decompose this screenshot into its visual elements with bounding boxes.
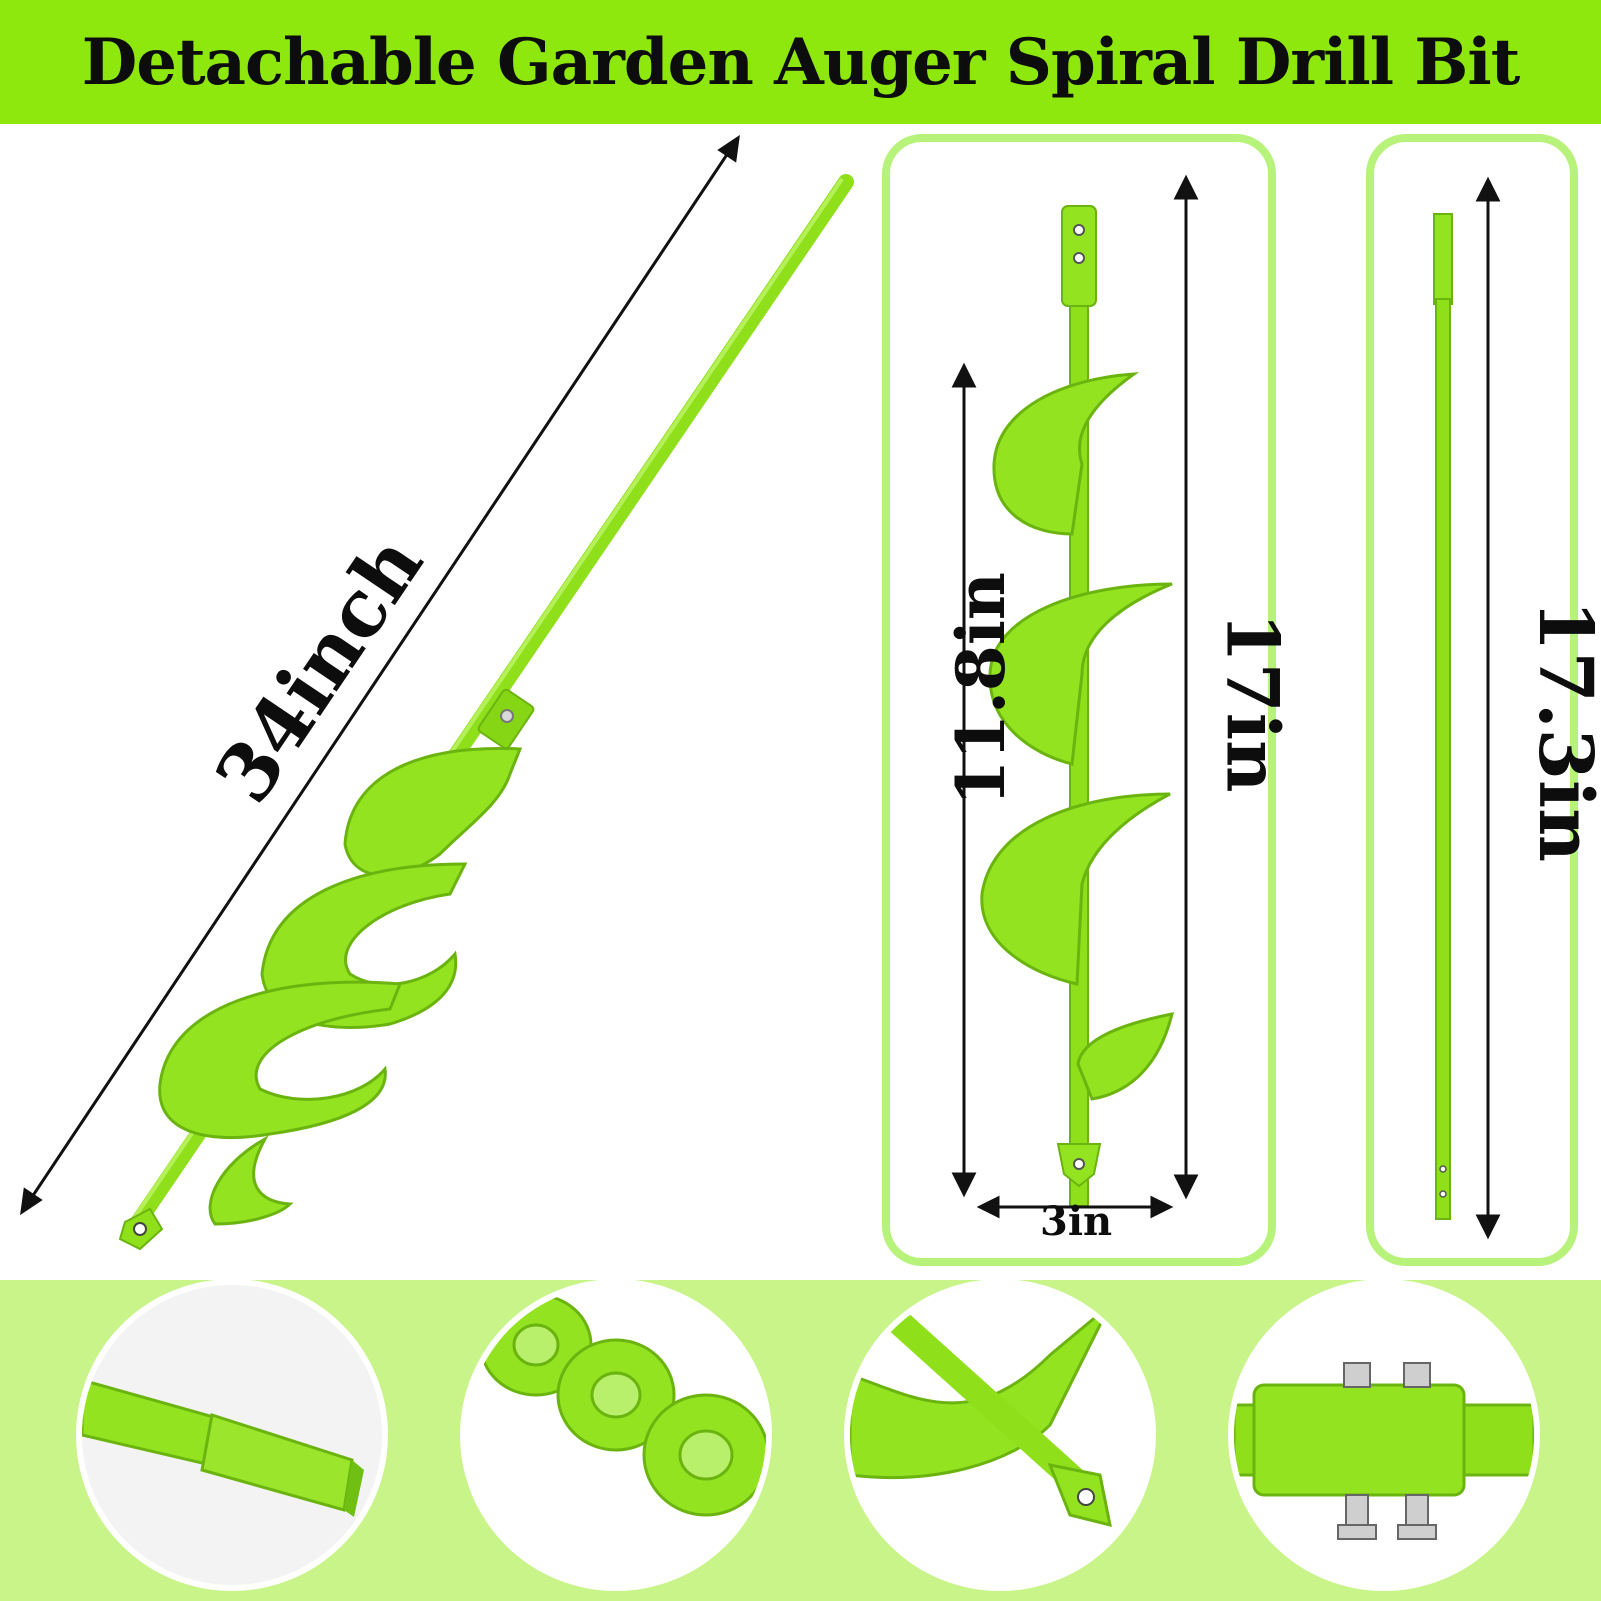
hex-shank-closeup-icon (82, 1285, 382, 1585)
auger-diameter-label: 3in (1040, 1198, 1113, 1245)
tip-closeup-icon (850, 1285, 1150, 1585)
spiral-flights-closeup-icon (466, 1285, 766, 1585)
extension-rod-image (1433, 176, 1501, 1240)
assembled-auger-image (20, 134, 854, 1251)
auger-section-image (951, 174, 1199, 1219)
extension-rod-length-label: 17.3in (1522, 599, 1601, 863)
auger-spiral-length-label: 11.8in (941, 572, 1020, 806)
extension-rod-length-arrow (1475, 176, 1501, 1240)
auger-diameter-arrow (976, 1195, 1174, 1219)
product-stage: 34inch (0, 124, 1601, 1280)
auger-total-length-label: 17in (1210, 612, 1296, 793)
bolt-connection-closeup-icon (1234, 1285, 1534, 1585)
auger-total-length-arrow (1173, 174, 1199, 1200)
page-title: Detachable Garden Auger Spiral Drill Bit (81, 24, 1521, 100)
auger-spiral-length-arrow (951, 362, 977, 1198)
extension-rod-panel (1366, 134, 1578, 1266)
overall-length-arrow (20, 134, 740, 1216)
header-banner: Detachable Garden Auger Spiral Drill Bit (0, 0, 1601, 124)
